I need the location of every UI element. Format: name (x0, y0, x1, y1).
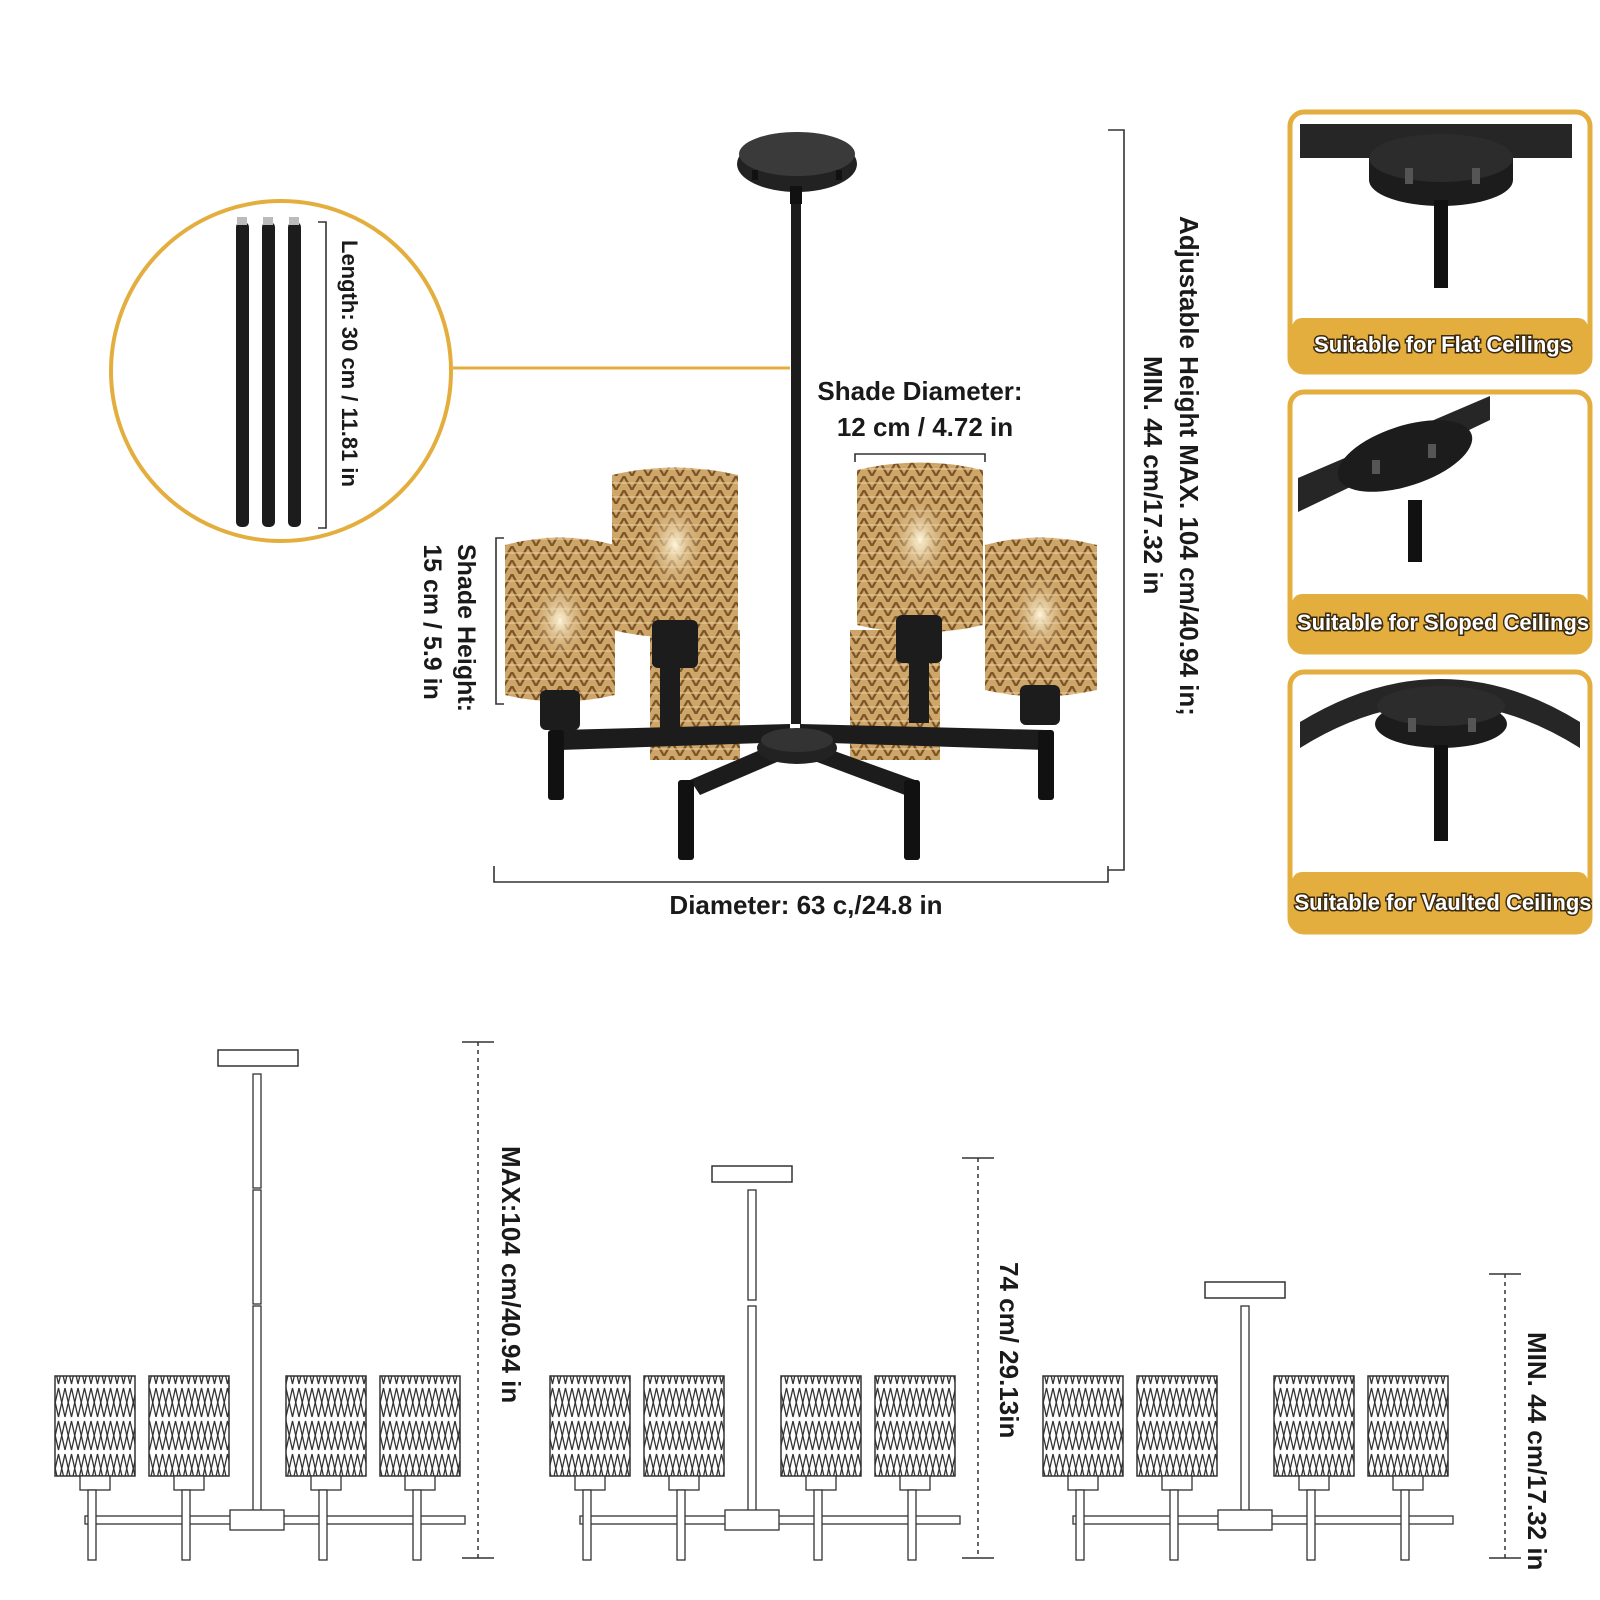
chandelier-photo (505, 132, 1097, 860)
shade-height-title: Shade Height: (452, 544, 480, 712)
line-arms (79, 1475, 466, 1561)
arms (560, 724, 1045, 795)
height-diagram-max: MAX:104 cm/40.94 in (54, 1041, 529, 1561)
sloped-ceiling-label: Suitable for Sloped Ceilings (1297, 610, 1589, 635)
flat-ceiling-panel: Suitable for Flat Ceilings (1287, 109, 1593, 375)
line-shades (1042, 1375, 1449, 1477)
callout-circle (109, 199, 453, 543)
ceiling-type-panels: Suitable for Flat Ceilings Suitable for … (1287, 109, 1593, 935)
mid-height-label: 74 cm/ 29.13in (994, 1262, 1024, 1438)
shade-diameter-value: 12 cm / 4.72 in (837, 412, 1013, 442)
shade-diameter-title: Shade Diameter: (817, 376, 1022, 406)
height-diagram-mid: 74 cm/ 29.13in (549, 1157, 1027, 1561)
line-arms (1067, 1475, 1454, 1561)
sloped-ceiling-panel: Suitable for Sloped Ceilings (1287, 389, 1593, 655)
shade-height-value: 15 cm / 5.9 in (418, 544, 446, 700)
front-shades (505, 462, 1097, 730)
max-height-label: MAX:104 cm/40.94 in (496, 1146, 526, 1403)
shade-right-inner (857, 462, 983, 723)
canopy-outline (217, 1049, 299, 1067)
extension-rod-icon (236, 217, 301, 527)
rod-callout: Length: 30 cm / 11.81 in (109, 199, 790, 543)
shade-height-bracket (495, 537, 504, 705)
adjustable-height-min-label: MIN. 44 cm/17.32 in (1138, 356, 1168, 594)
rod-coupler (790, 186, 802, 204)
min-height-label: MIN. 44 cm/17.32 in (1522, 1332, 1552, 1570)
line-shades (549, 1375, 956, 1477)
sloped-ceiling-icon (1298, 396, 1490, 562)
vaulted-ceiling-label: Suitable for Vaulted Ceilings (1294, 890, 1591, 915)
shade-left-outer (505, 537, 615, 730)
shade-diameter-bracket (854, 453, 986, 462)
diameter-bracket (493, 866, 1109, 883)
diameter-label: Diameter: 63 c,/24.8 in (669, 890, 942, 920)
shade-right-outer (985, 537, 1097, 725)
flat-ceiling-label: Suitable for Flat Ceilings (1314, 332, 1572, 357)
vaulted-ceiling-icon (1300, 679, 1580, 841)
line-shades (54, 1375, 461, 1477)
rod-length-bracket (318, 221, 327, 529)
dimension-annotations: Shade Diameter: 12 cm / 4.72 in Shade He… (416, 129, 1207, 923)
main-rod (791, 204, 801, 724)
flat-ceiling-icon (1300, 124, 1572, 288)
height-bracket (1108, 129, 1125, 871)
rod-length-label: Length: 30 cm / 11.81 in (337, 240, 362, 487)
canopy (737, 132, 857, 192)
vaulted-ceiling-panel: Suitable for Vaulted Ceilings (1287, 669, 1593, 935)
height-diagram-min: MIN. 44 cm/17.32 in (1042, 1273, 1555, 1573)
drop-posts (548, 730, 1054, 860)
line-arms (574, 1475, 961, 1561)
adjustable-height-max-label: Adjustable Height MAX. 104 cm/40.94 in; (1174, 216, 1204, 716)
shade-left-inner (612, 467, 738, 728)
